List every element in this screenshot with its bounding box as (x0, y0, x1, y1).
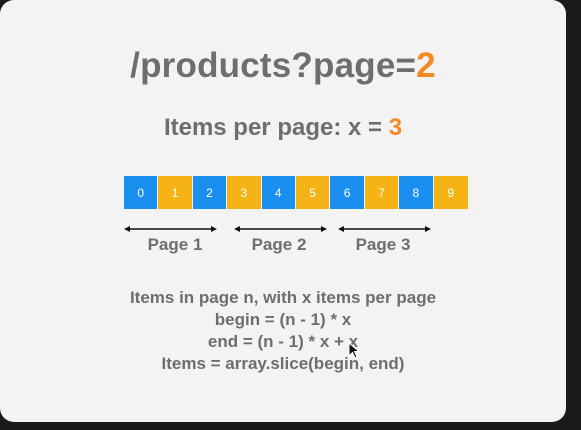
formula-line-4: Items = array.slice(begin, end) (161, 354, 405, 373)
page-3-label: Page 3 (355, 235, 411, 254)
page-number: 2 (416, 46, 436, 85)
url-prefix: /products?page= (130, 46, 417, 85)
formula-line-1: Items in page n, with x items per page (129, 288, 437, 307)
page-2-label: Page 2 (251, 235, 307, 254)
mouse-pointer-icon (348, 342, 360, 359)
formula-line-3: end = (n - 1) * x + x (207, 332, 359, 351)
page-3-range-arrow (338, 222, 431, 236)
array-cell-7: 7 (364, 176, 400, 209)
array-cell-2: 2 (192, 176, 228, 209)
array-cell-3: 3 (227, 176, 262, 209)
array-cell-0: 0 (124, 176, 159, 209)
page-1-label: Page 1 (147, 235, 203, 254)
items-per-page-line: Items per page: x = 3 (0, 114, 566, 142)
array-cell-4: 4 (261, 176, 296, 209)
page-1-range-arrow (124, 222, 217, 236)
url-title: /products?page=2 (0, 46, 566, 86)
formula-block: Items in page n, with x items per page b… (0, 287, 566, 375)
items-per-page-prefix: Items per page: x = (163, 114, 389, 141)
array-cell-6: 6 (330, 176, 365, 209)
array-cell-1: 1 (158, 176, 193, 209)
double-arrow-icon (234, 226, 327, 232)
double-arrow-icon (124, 226, 217, 232)
double-arrow-icon (338, 226, 431, 232)
items-per-page-value: 3 (388, 114, 403, 141)
array-cell-8: 8 (399, 176, 434, 209)
array-cell-5: 5 (295, 176, 331, 209)
formula-line-2: begin = (n - 1) * x (214, 310, 352, 329)
page-2-range-arrow (234, 222, 327, 236)
slide: /products?page=2 Items per page: x = 3 0… (0, 0, 566, 422)
array-cell-9: 9 (433, 176, 468, 209)
